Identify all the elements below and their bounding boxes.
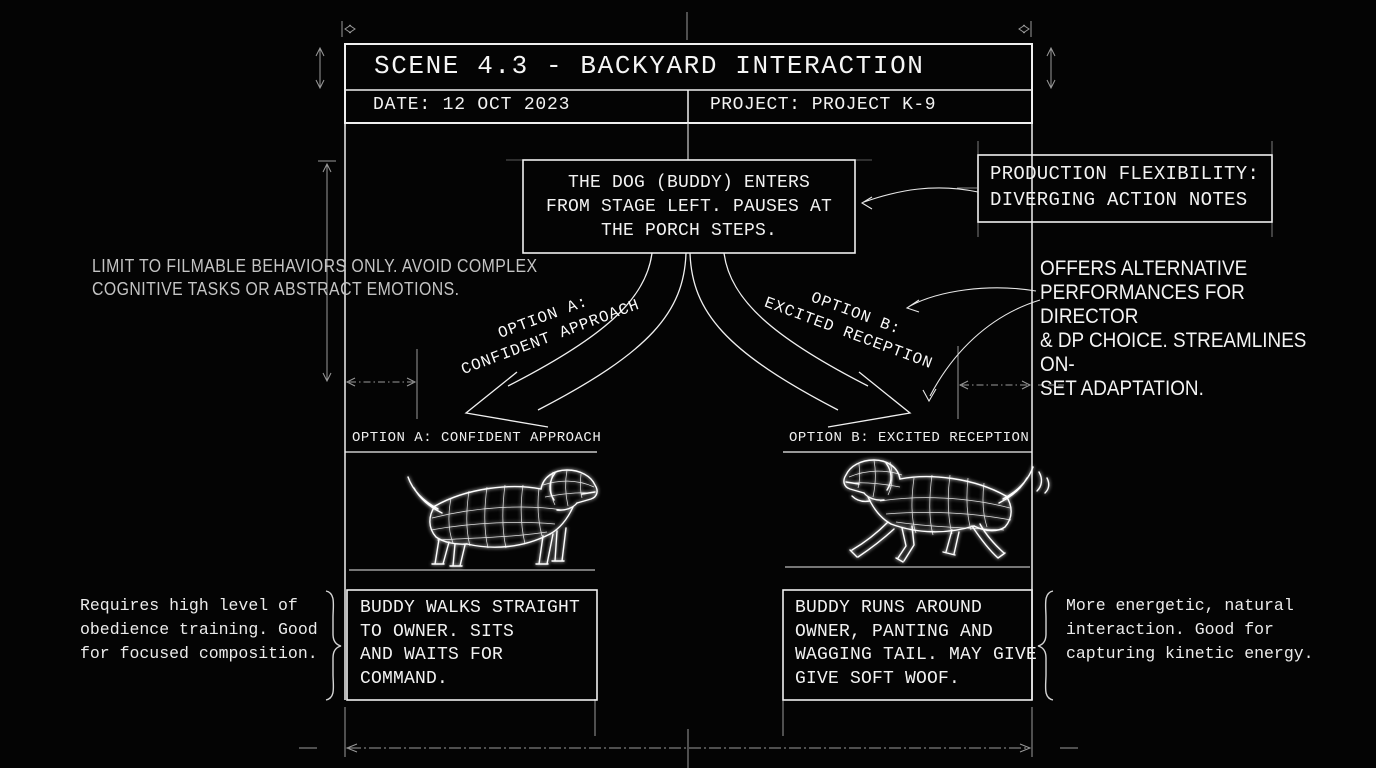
branch-a-arrow bbox=[507, 252, 653, 387]
branch-arrows bbox=[464, 252, 912, 428]
action-box-a-border bbox=[346, 589, 598, 701]
behavior-constraint-note: LIMIT TO FILMABLE BEHAVIORS ONLY. AVOID … bbox=[92, 256, 538, 299]
annotation-arrows bbox=[860, 187, 1041, 403]
option-a-action-box: BUDDY WALKS STRAIGHT TO OWNER. SITS AND … bbox=[360, 598, 581, 689]
branch-a-arrowhead bbox=[464, 371, 549, 428]
note-to-arrowhead-b-arrow bbox=[922, 299, 1041, 403]
option-b-action-box: BUDDY RUNS AROUND OWNER, PANTING AND WAG… bbox=[795, 598, 1038, 689]
intro-action-box: THE DOG (BUDDY) ENTERS FROM STAGE LEFT. … bbox=[545, 172, 833, 241]
brace-right bbox=[1037, 590, 1054, 701]
note-to-branch-b-arrow bbox=[905, 287, 1037, 313]
wireframe-dog-standing-illustration bbox=[407, 469, 598, 567]
wireframe-dog-trotting-illustration bbox=[843, 459, 1050, 563]
option-a-header: OPTION A: CONFIDENT APPROACH bbox=[352, 430, 602, 446]
brace-left bbox=[325, 590, 342, 701]
callout-to-intro-arrow bbox=[860, 187, 979, 210]
option-b-side-note: More energetic, natural interaction. Goo… bbox=[1066, 596, 1314, 663]
branch-b-arrow bbox=[723, 252, 869, 387]
ground-lines bbox=[349, 566, 1030, 571]
flexibility-benefit-note: OFFERS ALTERNATIVE PERFORMANCES FOR DIRE… bbox=[1040, 257, 1307, 400]
side-note-braces bbox=[325, 590, 1054, 701]
option-b-header: OPTION B: EXCITED RECEPTION bbox=[789, 430, 1030, 446]
project-field: PROJECT: PROJECT K-9 bbox=[710, 95, 937, 115]
action-box-b-border bbox=[782, 589, 1033, 701]
branch-b-arrowhead bbox=[827, 371, 912, 428]
production-flexibility-callout: PRODUCTION FLEXIBILITY: DIVERGING ACTION… bbox=[990, 163, 1260, 211]
scene-title: SCENE 4.3 - BACKYARD INTERACTION bbox=[374, 51, 925, 81]
callout-box-border bbox=[977, 154, 1273, 223]
frame-and-boxes bbox=[344, 43, 1273, 701]
date-field: DATE: 12 OCT 2023 bbox=[373, 95, 571, 115]
intro-box-border bbox=[522, 159, 856, 254]
option-a-side-note: Requires high level of obedience trainin… bbox=[80, 596, 318, 663]
